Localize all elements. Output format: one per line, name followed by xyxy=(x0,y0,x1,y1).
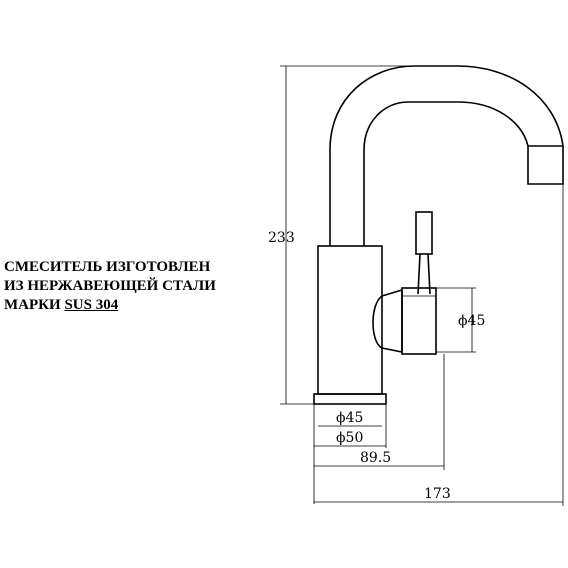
handle-diameter-label: ϕ45 xyxy=(458,313,485,329)
faucet-base xyxy=(313,393,387,405)
cartridge-dome xyxy=(372,288,403,353)
material-caption: СМЕСИТЕЛЬ ИЗГОТОВЛЕН ИЗ НЕРЖАВЕЮЩЕЙ СТАЛ… xyxy=(4,258,216,315)
caption-line-2: ИЗ НЕРЖАВЕЮЩЕЙ СТАЛИ xyxy=(4,278,216,294)
base-inner-diameter-label: ϕ45 xyxy=(336,410,363,426)
caption-line-3: МАРКИ SUS 304 xyxy=(4,296,216,315)
spout-inner xyxy=(363,101,529,246)
reach-label: 173 xyxy=(424,486,451,502)
height-label: 233 xyxy=(268,230,295,246)
steel-grade: SUS 304 xyxy=(64,297,119,313)
cartridge-body xyxy=(401,287,437,355)
offset-label: 89.5 xyxy=(360,450,391,466)
base-outer-diameter-label: ϕ50 xyxy=(336,430,363,446)
caption-line-3-prefix: МАРКИ xyxy=(4,297,61,313)
lever-grip xyxy=(415,211,433,255)
spout-nozzle xyxy=(527,145,564,185)
caption-line-1: СМЕСИТЕЛЬ ИЗГОТОВЛЕН xyxy=(4,259,211,275)
